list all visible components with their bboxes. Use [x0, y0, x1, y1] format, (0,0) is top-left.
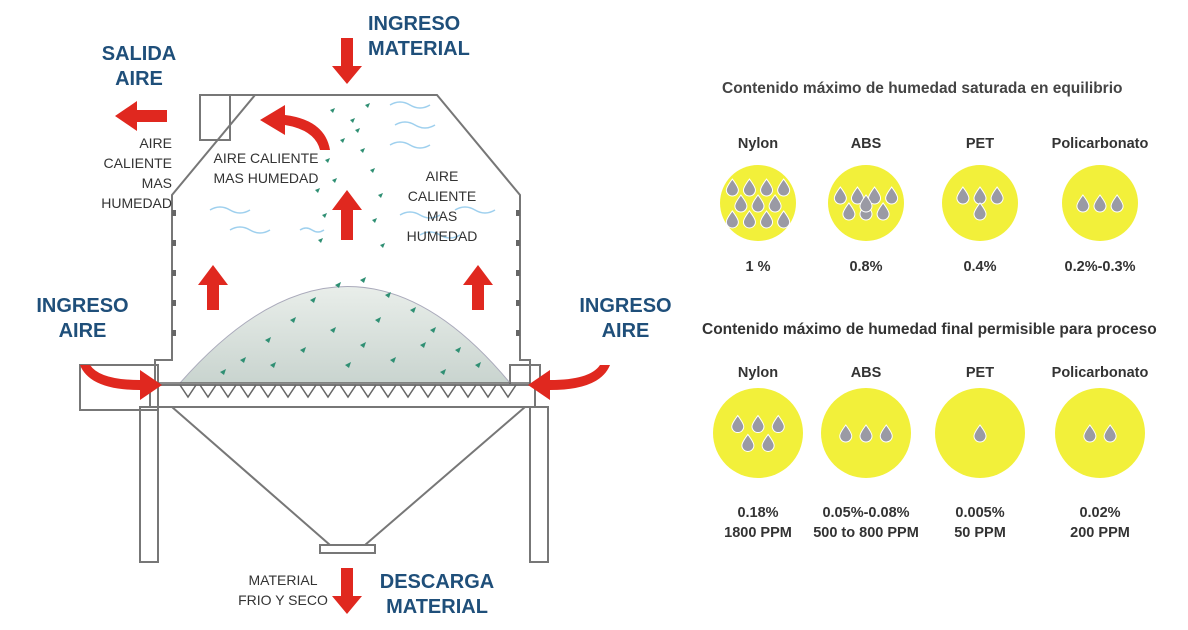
value-line: 200 PPM	[1070, 525, 1130, 541]
arrow-up-icon	[463, 265, 493, 310]
saturated-title: Contenido máximo de humedad saturada en …	[722, 80, 1123, 97]
value-line: 0.05%-0.08%	[822, 505, 910, 521]
water-drop-icon	[751, 414, 765, 434]
final-moisture-value: 0.005% 50 PPM	[915, 503, 1045, 543]
water-drop-icon	[842, 202, 856, 221]
value-line: 0.8%	[849, 259, 883, 275]
value-line: 0.005%	[955, 505, 1005, 521]
water-drop-icon	[956, 186, 970, 205]
arrow-down-icon	[332, 38, 362, 84]
saturated-moisture-value: 0.8%	[801, 257, 931, 277]
air-in-left-label: INGRESO AIRE	[36, 295, 129, 342]
water-drop-icon	[771, 414, 785, 434]
final-moisture-value: 0.05%-0.08% 500 to 800 PPM	[801, 503, 931, 543]
arrow-left-icon	[115, 101, 167, 131]
final-moisture-value: 0.02% 200 PPM	[1035, 503, 1165, 543]
air-out-label: SALIDA AIRE	[101, 43, 177, 90]
arrow-down-icon	[332, 568, 362, 614]
material-cold-label: MATERIAL FRIO Y SECO	[238, 572, 328, 608]
hot-air-outside-label: AIRE CALIENTE MAS HUMEDAD	[101, 135, 172, 211]
material-pile	[178, 286, 512, 384]
water-drop-icon	[751, 194, 765, 213]
water-drop-icon	[760, 210, 774, 229]
water-drop-icon	[859, 424, 873, 443]
water-drop-icon	[742, 210, 756, 229]
water-drop-icon	[777, 178, 791, 197]
saturated-moisture-value: 1 %	[693, 257, 823, 277]
hot-air-left-label: AIRE CALIENTE MAS HUMEDAD	[213, 150, 319, 186]
water-drop-icon	[1093, 194, 1107, 213]
final-material-name: PET	[965, 365, 995, 381]
value-line: 0.02%	[1079, 505, 1121, 521]
air-waves	[209, 101, 496, 239]
value-line: 0.2%-0.3%	[1064, 259, 1136, 275]
arrow-up-icon	[198, 265, 228, 310]
flow-arrows	[80, 38, 610, 614]
housing-rivets	[172, 210, 520, 336]
final-title: Contenido máximo de humedad final permis…	[702, 321, 1157, 338]
value-line: 50 PPM	[954, 525, 1006, 541]
arrow-curved-icon	[528, 365, 610, 400]
water-drop-icon	[760, 178, 774, 197]
saturated-material-name: Policarbonato	[1051, 136, 1149, 152]
value-line: 0.18%	[737, 505, 779, 521]
water-drop-icon	[833, 186, 847, 205]
value-line: 0.4%	[963, 259, 997, 275]
water-drop-icon	[973, 202, 987, 221]
water-drop-icon	[777, 210, 791, 229]
falling-granules	[315, 103, 385, 248]
water-drop-icon	[859, 194, 873, 213]
arrow-up-icon	[332, 190, 362, 240]
water-drop-icon	[761, 433, 775, 452]
water-drop-icon	[850, 186, 864, 205]
arrow-curved-icon	[260, 105, 330, 150]
saturated-material-name: ABS	[850, 136, 882, 152]
saturated-material-name: Nylon	[737, 136, 779, 152]
value-line: 1 %	[745, 259, 771, 275]
final-material-name: Policarbonato	[1051, 365, 1149, 381]
air-in-right-label: INGRESO AIRE	[579, 295, 672, 342]
water-drop-icon	[725, 210, 739, 229]
final-material-name: Nylon	[737, 365, 779, 381]
distribution-plate	[155, 382, 530, 399]
water-drop-icon	[734, 194, 748, 213]
water-drop-icon	[1083, 424, 1097, 443]
water-drop-icon	[876, 202, 890, 221]
water-drop-icon	[1103, 424, 1117, 443]
arrow-curved-icon	[80, 365, 162, 400]
water-drop-icon	[731, 414, 745, 434]
water-drop-icon	[725, 178, 739, 197]
final-moisture-circle	[1055, 388, 1145, 478]
saturated-material-name: PET	[965, 136, 995, 152]
water-drop-icon	[973, 424, 987, 443]
water-drop-icon	[868, 186, 882, 205]
water-drop-icon	[990, 186, 1004, 205]
hot-air-right-label: AIRE CALIENTE MAS HUMEDAD	[406, 168, 478, 244]
material-out-label: DESCARGA MATERIAL	[379, 571, 495, 618]
water-drop-icon	[839, 424, 853, 443]
water-drop-icon	[879, 424, 893, 443]
saturated-moisture-value: 0.4%	[915, 257, 1045, 277]
water-drop-icon	[742, 178, 756, 197]
water-drop-icon	[885, 186, 899, 205]
final-material-name: ABS	[850, 365, 882, 381]
water-drop-icon	[1076, 194, 1090, 213]
water-drop-icon	[768, 194, 782, 213]
water-drop-icon	[1110, 194, 1124, 213]
pile-granules	[220, 277, 481, 375]
saturated-moisture-value: 0.2%-0.3%	[1035, 257, 1165, 277]
final-moisture-value: 0.18% 1800 PPM	[693, 503, 823, 543]
value-line: 1800 PPM	[724, 525, 792, 541]
material-in-label: INGRESO MATERIAL	[368, 13, 470, 60]
value-line: 500 to 800 PPM	[813, 525, 919, 541]
water-drop-icon	[741, 433, 755, 452]
dryer-diagram	[79, 38, 610, 614]
